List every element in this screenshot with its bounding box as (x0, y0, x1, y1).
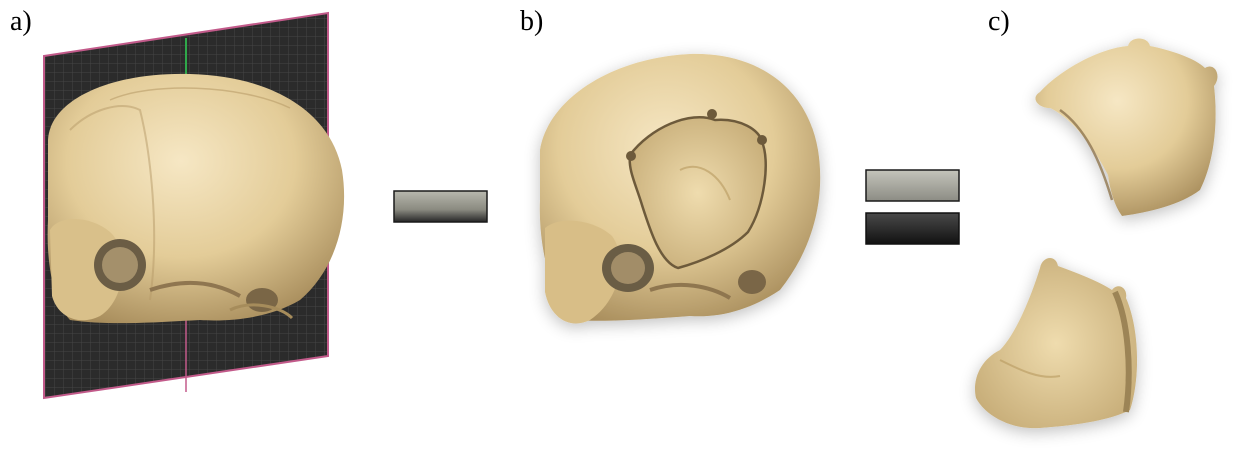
panel-c-flap-inner-icon (975, 258, 1137, 428)
panel-c-flap-outer-icon (1035, 39, 1217, 217)
flap-outer (1035, 39, 1217, 217)
panel-b-skull-cut-icon (540, 54, 820, 324)
panel-a-skull-with-plane-icon (44, 13, 344, 398)
equals-top-bar (866, 170, 959, 201)
equals-bottom-bar (866, 213, 959, 244)
minus-operator (394, 191, 487, 222)
equals-operator (866, 170, 959, 244)
flap-inner (975, 258, 1137, 428)
skull-b-ear-icon (738, 270, 766, 294)
